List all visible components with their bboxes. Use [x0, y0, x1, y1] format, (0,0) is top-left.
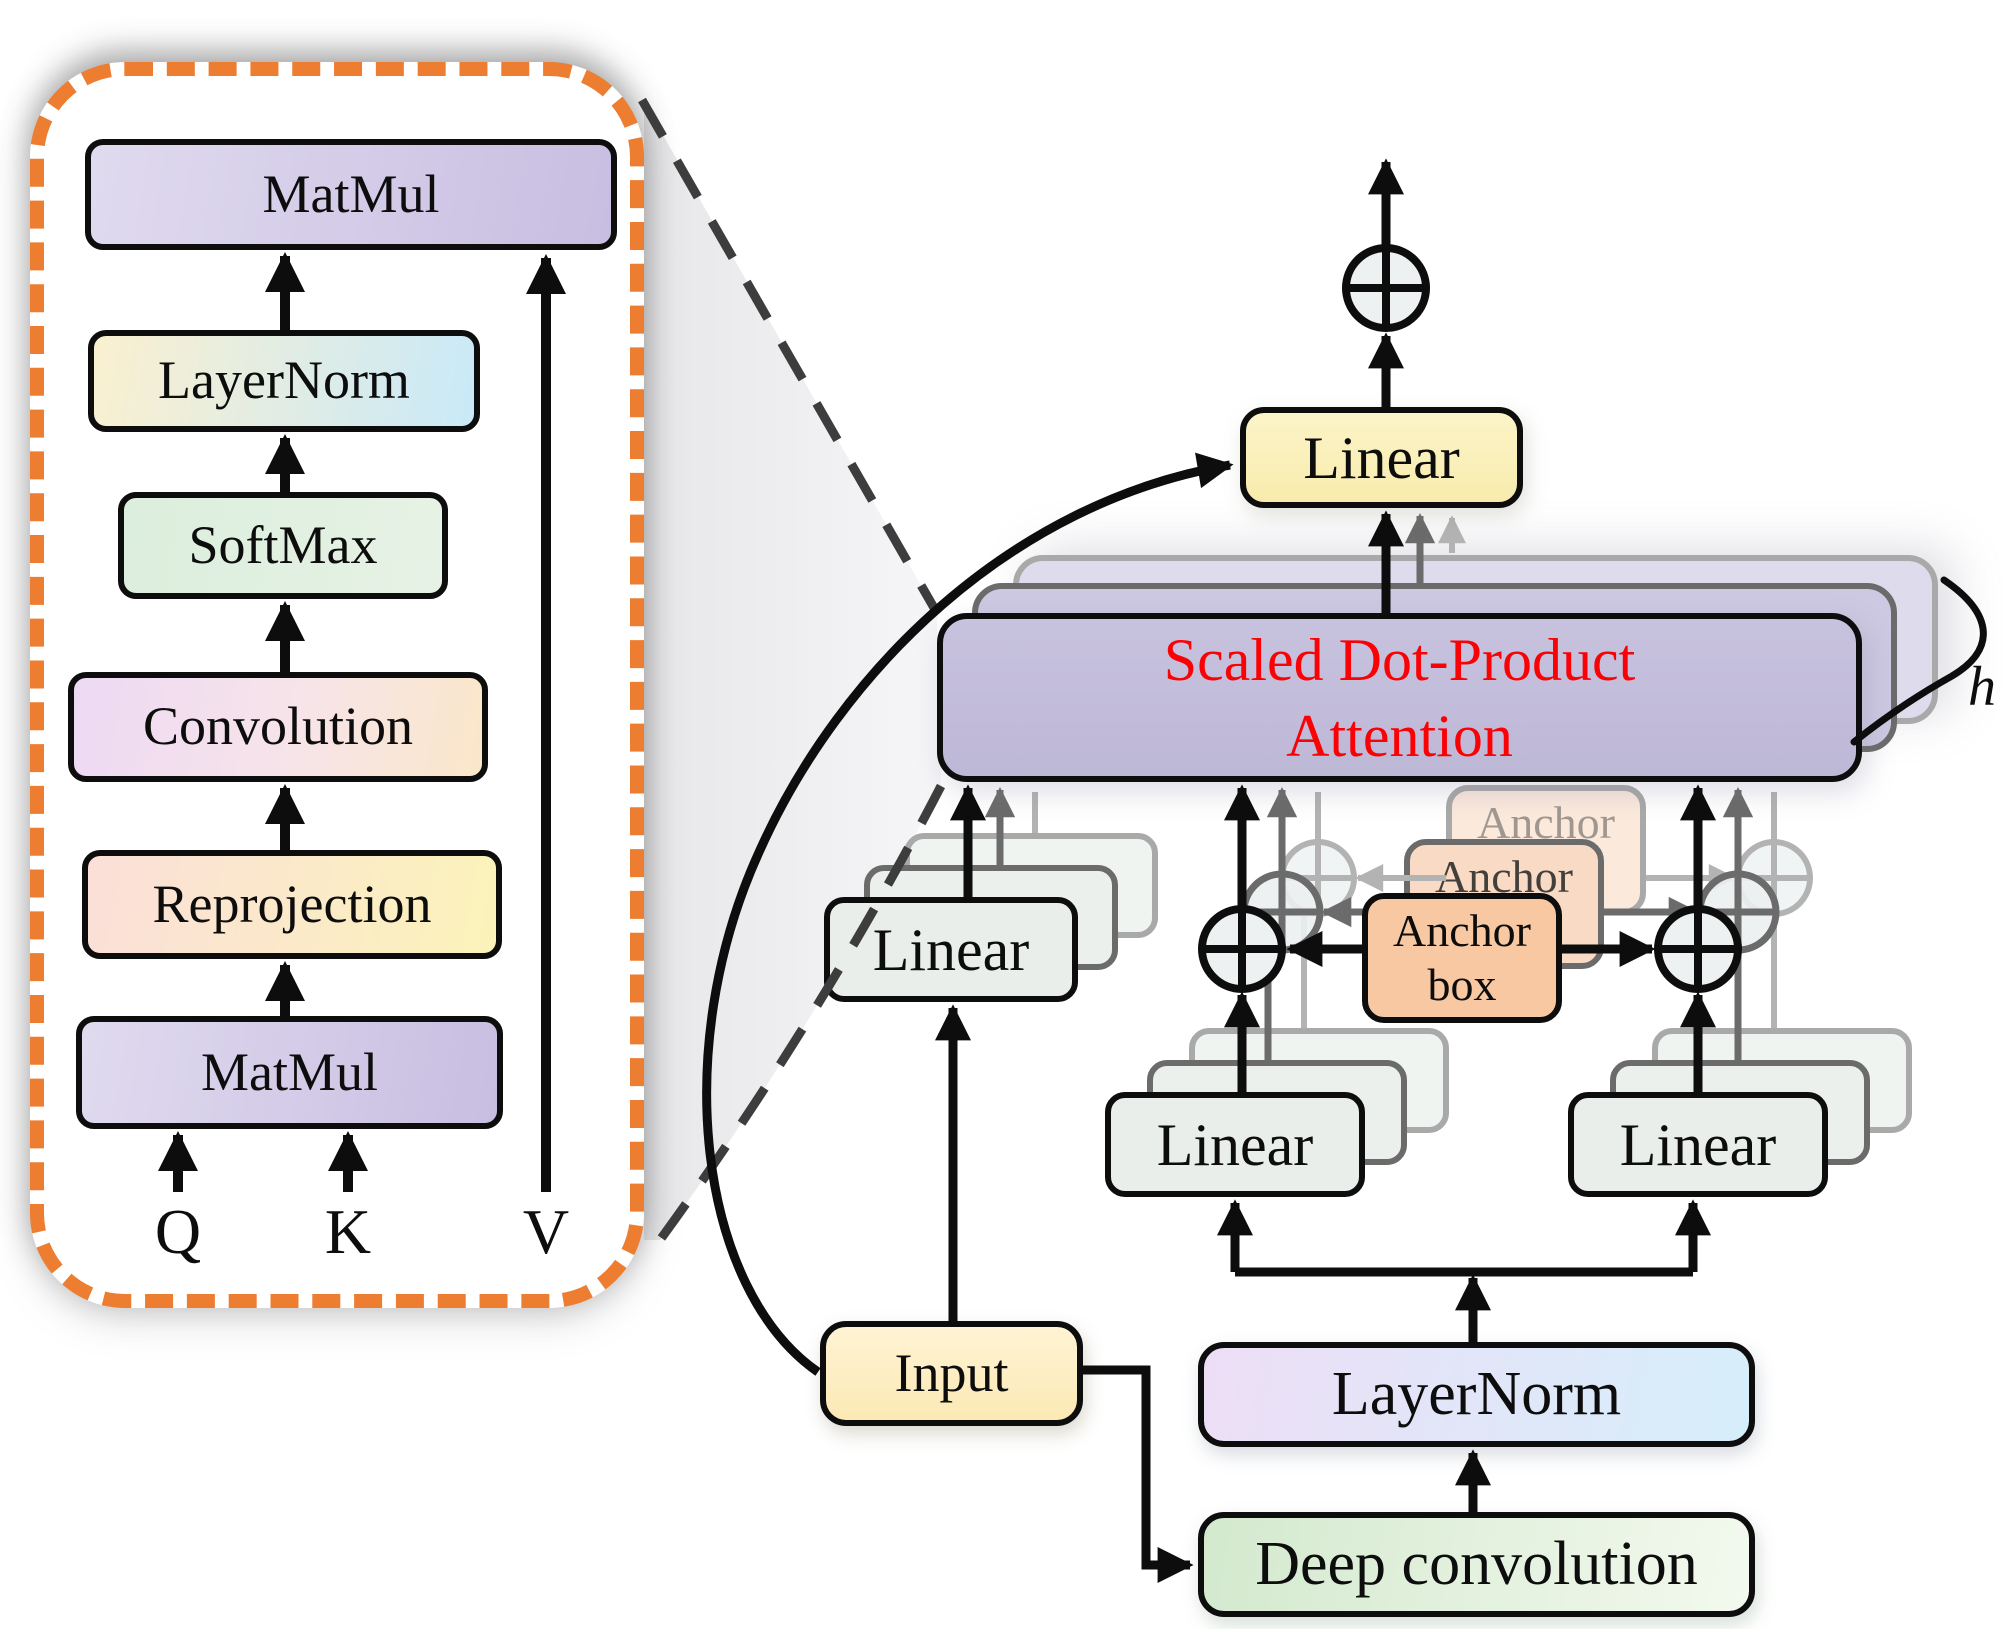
inset-softmax-label: SoftMax: [188, 514, 378, 575]
num-heads-label: h: [1952, 652, 2006, 722]
left-sum-circle: [1198, 905, 1286, 993]
value-linear-box: Linear: [824, 897, 1078, 1002]
input-to-deepconv-elbow-arrow: [1083, 1365, 1194, 1584]
h-text: h: [1968, 656, 1996, 718]
anchor-label-line1: Anchor: [1393, 905, 1531, 956]
zoom-dash-top: [638, 97, 941, 616]
plus-circle-ghost1-right: [1696, 870, 1780, 954]
inset-convolution-box: Convolution: [68, 672, 488, 782]
plus-circle-ghost2-right: [1735, 839, 1813, 917]
zoom-dashed-lines: [638, 97, 945, 1243]
inset-convolution-label: Convolution: [142, 696, 414, 757]
right-sum-circle: [1654, 905, 1742, 993]
q-text: Q: [154, 1196, 202, 1267]
query-linear-box: Linear: [1105, 1092, 1365, 1197]
inset-layernorm-box: LayerNorm: [88, 330, 480, 432]
deep-convolution-box: Deep convolution: [1198, 1512, 1755, 1617]
attention-label-line1: Scaled Dot-Product: [1163, 626, 1636, 693]
zoom-dash-bottom: [656, 783, 945, 1243]
inset-reprojection-label: Reprojection: [152, 873, 432, 934]
v-text: V: [522, 1196, 570, 1267]
anchor-label-line2: box: [1427, 959, 1497, 1010]
plus-circle-ghost2-left: [1279, 839, 1357, 917]
inset-reprojection-box: Reprojection: [82, 850, 502, 959]
inset-matmul-top-label: MatMul: [262, 163, 440, 224]
layernorm-label: LayerNorm: [1331, 1360, 1622, 1429]
inset-matmul-bottom-box: MatMul: [76, 1016, 503, 1129]
query-linear-label: Linear: [1156, 1111, 1314, 1178]
key-linear-label: Linear: [1619, 1111, 1777, 1178]
inset-matmul-top-box: MatMul: [85, 139, 617, 250]
attention-label-line2: Attention: [1286, 702, 1513, 769]
anchor-box: Anchor box: [1362, 893, 1562, 1023]
v-input-label: V: [501, 1192, 591, 1272]
scaled-dot-product-attention-box: Scaled Dot-Product Attention: [937, 613, 1862, 782]
deep-convolution-label: Deep convolution: [1255, 1530, 1698, 1599]
k-input-label: K: [303, 1192, 393, 1272]
input-box: Input: [820, 1321, 1083, 1426]
value-linear-label: Linear: [872, 916, 1030, 983]
zoom-wedge: [644, 102, 941, 1240]
inset-softmax-box: SoftMax: [118, 492, 448, 599]
output-sum-circle: [1342, 244, 1430, 332]
layernorm-box: LayerNorm: [1198, 1342, 1755, 1447]
inset-matmul-bottom-label: MatMul: [200, 1041, 378, 1102]
plus-circle-ghost1-left: [1240, 870, 1324, 954]
output-linear-label: Linear: [1303, 424, 1460, 491]
q-input-label: Q: [133, 1192, 223, 1272]
k-text: K: [324, 1196, 372, 1267]
output-linear-box: Linear: [1240, 407, 1523, 508]
inset-layernorm-label: LayerNorm: [158, 350, 410, 411]
input-label: Input: [894, 1342, 1009, 1403]
key-linear-box: Linear: [1568, 1092, 1828, 1197]
